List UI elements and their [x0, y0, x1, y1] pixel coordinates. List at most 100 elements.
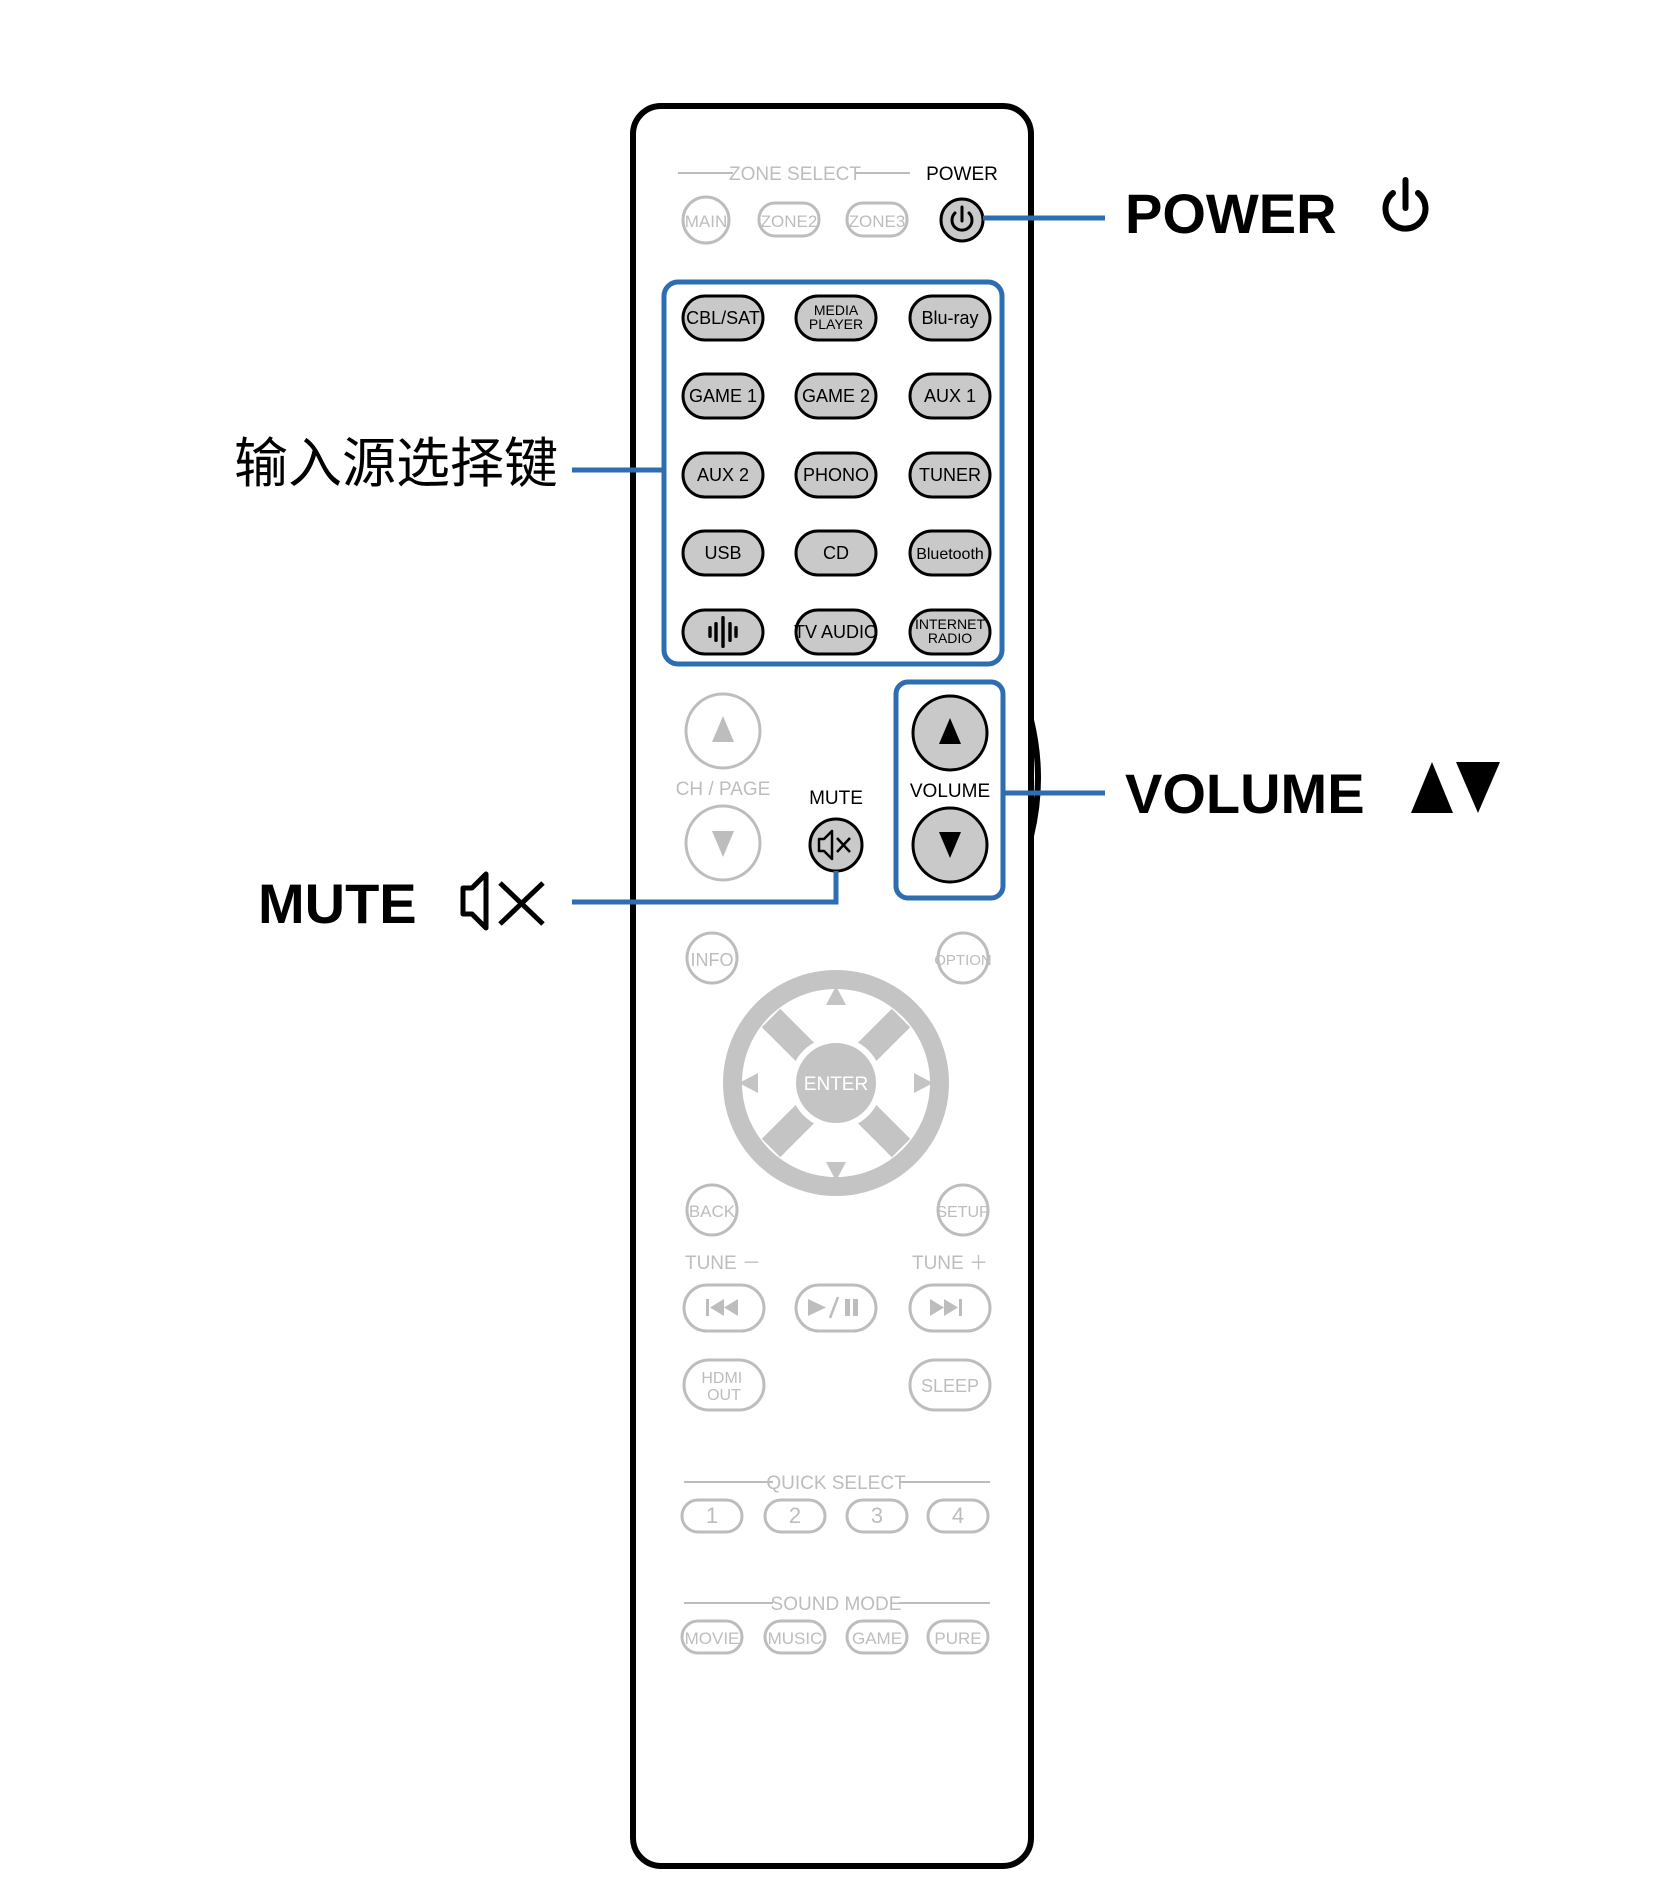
bluetooth-label: Bluetooth	[916, 546, 984, 563]
sound-mode-pure-button[interactable]: PURE	[926, 1619, 990, 1655]
zone-3-button[interactable]: ZONE3	[845, 201, 909, 238]
enter-label: ENTER	[804, 1074, 868, 1095]
game-2-button[interactable]: GAME 2	[794, 372, 878, 420]
sound-mode-pure-label: PURE	[934, 1629, 981, 1648]
enter-button[interactable]	[790, 1037, 882, 1129]
triangle-up-icon	[1411, 762, 1453, 813]
heos-button[interactable]	[681, 608, 765, 656]
game-1-label: GAME 1	[689, 386, 757, 406]
hdmi-out-label: HDMI OUT	[701, 1370, 746, 1404]
skip-back-icon	[706, 1299, 738, 1316]
ch-down-button[interactable]	[684, 804, 762, 882]
cbl-sat-button[interactable]: CBL/SAT	[681, 294, 765, 342]
option-label: OPTION	[934, 952, 992, 969]
volume-highlight	[893, 679, 1006, 901]
quick-select-buttons: 1 2 3 4	[680, 1498, 990, 1534]
triangle-down-icon	[712, 831, 734, 857]
setup-label: SETUP	[936, 1204, 989, 1221]
quick-select-3-label: 3	[871, 1503, 883, 1528]
dpad: ENTER	[723, 970, 949, 1196]
ch-page-label: CH / PAGE	[676, 779, 771, 800]
sound-mode-label: SOUND MODE	[771, 1594, 902, 1615]
hdmi-out-button[interactable]: HDMI OUT	[682, 1358, 766, 1412]
zone-3-label: ZONE3	[849, 212, 906, 231]
zone-main-label: MAIN	[685, 212, 728, 231]
power-callout-label: POWER	[1125, 182, 1337, 245]
mute-icon	[817, 829, 851, 861]
sleep-button[interactable]: SLEEP	[908, 1358, 992, 1412]
usb-button[interactable]: USB	[681, 529, 765, 577]
dpad-down-arrow-icon[interactable]	[826, 1162, 846, 1181]
quick-select-2-button[interactable]: 2	[763, 1498, 827, 1534]
back-button[interactable]: BACK	[685, 1183, 739, 1237]
quick-select-1-label: 1	[706, 1503, 718, 1528]
setup-button[interactable]: SETUP	[936, 1183, 990, 1237]
sound-mode-buttons: MOVIE MUSIC GAME PURE	[680, 1619, 990, 1655]
quick-select-3-button[interactable]: 3	[845, 1498, 909, 1534]
volume-down-button[interactable]	[911, 806, 989, 884]
power-icon	[950, 205, 974, 232]
mute-label: MUTE	[809, 788, 863, 809]
tune-plus-label: TUNE ＋	[912, 1253, 988, 1274]
phono-label: PHONO	[803, 465, 869, 485]
sound-mode-game-label: GAME	[852, 1629, 902, 1648]
quick-select-4-button[interactable]: 4	[926, 1498, 990, 1534]
mute-callout-icon	[460, 871, 545, 931]
dpad-up-arrow-icon[interactable]	[826, 986, 846, 1005]
triangle-up-icon	[712, 716, 734, 742]
remote-side-bump	[1028, 719, 1041, 837]
sound-mode-game-button[interactable]: GAME	[845, 1619, 909, 1655]
aux-1-button[interactable]: AUX 1	[908, 372, 992, 420]
skip-back-button[interactable]	[682, 1283, 766, 1333]
sound-mode-music-label: MUSIC	[768, 1629, 823, 1648]
play-pause-button[interactable]	[794, 1283, 878, 1333]
tune-minus-label: TUNE －	[685, 1253, 761, 1274]
tv-audio-label: TV AUDIO	[794, 622, 878, 642]
bluetooth-button[interactable]: Bluetooth	[908, 529, 992, 577]
zone-main-button[interactable]: MAIN	[681, 195, 731, 245]
skip-forward-icon	[930, 1299, 962, 1316]
sleep-label: SLEEP	[921, 1376, 979, 1396]
zone-2-button[interactable]: ZONE2	[757, 201, 821, 238]
skip-forward-button[interactable]	[908, 1283, 992, 1333]
mute-callout-label: MUTE	[258, 872, 417, 935]
power-callout-icon	[1382, 177, 1429, 232]
volume-up-button[interactable]	[911, 694, 989, 772]
aux-2-label: AUX 2	[697, 465, 749, 485]
tv-audio-button[interactable]: TV AUDIO	[794, 608, 878, 656]
input-callout-label: 输入源选择键	[234, 434, 558, 494]
dpad-left-arrow-icon[interactable]	[739, 1073, 758, 1093]
mute-callout-line	[572, 871, 839, 905]
blu-ray-button[interactable]: Blu-ray	[908, 294, 992, 342]
power-label: POWER	[926, 164, 998, 185]
game-1-button[interactable]: GAME 1	[681, 372, 765, 420]
aux-2-button[interactable]: AUX 2	[681, 451, 765, 499]
mute-button[interactable]	[808, 817, 864, 873]
cbl-sat-label: CBL/SAT	[686, 308, 760, 328]
triangle-down-icon	[939, 832, 961, 858]
aux-1-label: AUX 1	[924, 386, 976, 406]
input-select-highlight	[661, 279, 1005, 667]
info-button[interactable]: INFO	[685, 931, 739, 985]
volume-label: VOLUME	[910, 781, 990, 802]
cd-button[interactable]: CD	[794, 529, 878, 577]
tuner-button[interactable]: TUNER	[908, 451, 992, 499]
info-label: INFO	[691, 950, 734, 970]
sound-mode-movie-button[interactable]: MOVIE	[680, 1619, 744, 1655]
option-button[interactable]: OPTION	[934, 931, 992, 985]
play-pause-icon	[808, 1296, 858, 1319]
power-button[interactable]	[939, 197, 985, 243]
sound-mode-music-button[interactable]: MUSIC	[763, 1619, 827, 1655]
zone-select-label: ZONE SELECT	[729, 164, 861, 185]
triangle-down-icon	[1456, 762, 1500, 813]
game-2-label: GAME 2	[802, 386, 870, 406]
quick-select-1-button[interactable]: 1	[680, 1498, 744, 1534]
cd-label: CD	[823, 543, 849, 563]
phono-button[interactable]: PHONO	[794, 451, 878, 499]
ch-up-button[interactable]	[684, 692, 762, 770]
dpad-right-arrow-icon[interactable]	[914, 1073, 933, 1093]
